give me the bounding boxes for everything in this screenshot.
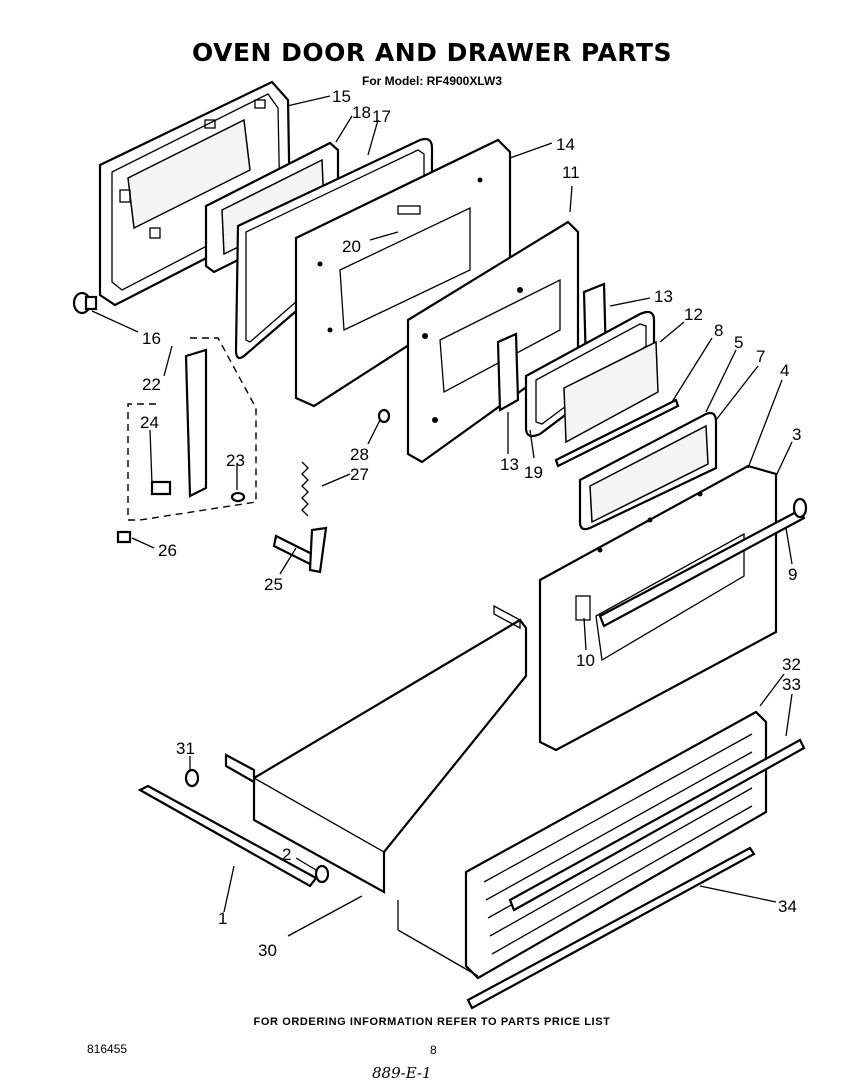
model-subtitle: For Model: RF4900XLW3 [361, 74, 503, 88]
callout-2: 2 [282, 845, 291, 864]
page-number: 8 [430, 1043, 437, 1057]
callout-4: 4 [780, 361, 789, 380]
callout-1: 1 [218, 909, 227, 928]
callout-13-top: 13 [654, 287, 673, 306]
part-11-inner-panel [406, 220, 580, 464]
part-2-roller [314, 864, 330, 884]
callout-24: 24 [140, 413, 159, 432]
callout-27: 27 [350, 465, 369, 484]
ordering-note: FOR ORDERING INFORMATION REFER TO PARTS … [253, 1016, 611, 1028]
callout-14: 14 [556, 135, 575, 154]
part-30-drawer [224, 604, 528, 894]
callout-13-bottom: 13 [500, 455, 519, 474]
callout-26: 26 [158, 541, 177, 560]
callout-32: 32 [782, 655, 801, 674]
part-34-bottom-strip [466, 846, 756, 1010]
part-4-outer-door [538, 464, 778, 752]
callout-10: 10 [576, 651, 595, 670]
callout-17: 17 [372, 107, 391, 126]
part-33-trim-bar [508, 738, 806, 912]
callout-31: 31 [176, 739, 195, 758]
callout-12: 12 [684, 305, 703, 324]
part-7-glass [589, 424, 709, 524]
callout-3: 3 [792, 425, 801, 444]
callout-9: 9 [788, 565, 797, 584]
callout-7: 7 [756, 347, 765, 366]
document-number: 816455 [87, 1042, 128, 1056]
callout-20: 20 [342, 237, 361, 256]
part-28-bumper [377, 408, 391, 424]
page-title: OVEN DOOR AND DRAWER PARTS [192, 38, 672, 67]
callout-15: 15 [332, 87, 351, 106]
callout-33: 33 [782, 675, 801, 694]
callout-22: 22 [142, 375, 161, 394]
callout-labels: 15 18 17 14 11 20 16 22 24 23 26 25 27 2… [140, 87, 801, 960]
part-26-clip [116, 530, 132, 544]
callout-5: 5 [734, 333, 743, 352]
leader-lines [91, 95, 793, 977]
callout-28: 28 [350, 445, 369, 464]
part-27-spring [301, 461, 309, 517]
callout-19: 19 [524, 463, 543, 482]
part-25-lever [272, 526, 328, 574]
callout-23: 23 [226, 451, 245, 470]
handwritten-note: 889-E-1 [372, 1064, 432, 1082]
part-9-handle [598, 497, 808, 628]
callout-16: 16 [142, 329, 161, 348]
part-8-strip [554, 398, 680, 468]
callout-11: 11 [562, 163, 580, 182]
callout-34: 34 [778, 897, 797, 916]
part-22-hinge-group [127, 337, 257, 521]
callout-25: 25 [264, 575, 283, 594]
part-31-roller [184, 768, 200, 788]
part-12-glass [563, 340, 659, 444]
callout-8: 8 [714, 321, 723, 340]
callout-30: 30 [258, 941, 277, 960]
part-16-knob [72, 291, 98, 315]
callout-18: 18 [352, 103, 371, 122]
